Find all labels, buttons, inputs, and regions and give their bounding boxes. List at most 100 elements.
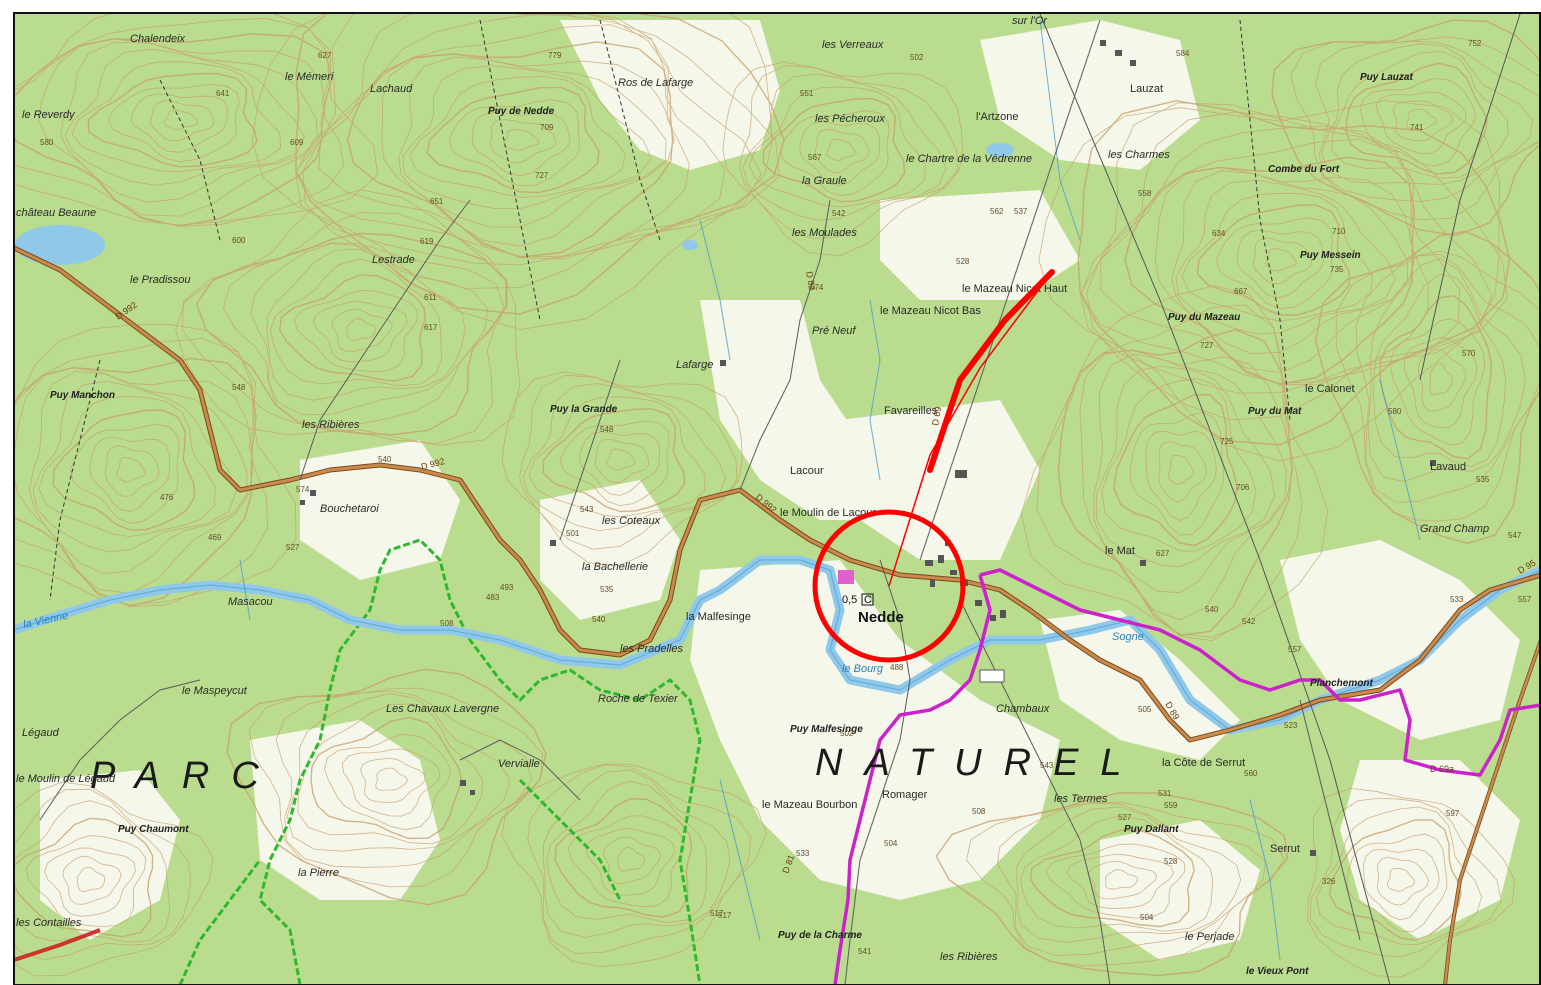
town-name-nedde[interactable]: Nedde xyxy=(858,609,904,626)
contour-line xyxy=(278,274,426,382)
contour-line xyxy=(76,866,106,893)
contour-line xyxy=(14,788,192,960)
place-label: la Bachellerie xyxy=(582,561,648,573)
contour-line xyxy=(1309,797,1502,958)
altitude-label: 557 xyxy=(1518,595,1532,604)
place-label: Chalendeix xyxy=(130,33,186,45)
contour-line xyxy=(226,668,547,906)
contour-line xyxy=(799,121,881,186)
altitude-label: 543 xyxy=(580,505,594,514)
contour-line xyxy=(448,99,581,187)
altitude-label: 542 xyxy=(832,209,846,218)
altitude-label: 574 xyxy=(296,485,310,494)
place-label: Les Chavaux Lavergne xyxy=(386,703,499,715)
region-label-parc: PARC xyxy=(90,755,281,797)
contour-line xyxy=(966,801,1285,967)
place-label: Puy de Nedde xyxy=(488,106,555,117)
place-label: Puy Chaumont xyxy=(118,824,189,835)
place-label: le Moulin de Légaud xyxy=(16,773,116,785)
contour-line xyxy=(175,189,521,446)
river-vienne xyxy=(14,555,1541,735)
place-label: le Vieux Pont xyxy=(1246,966,1309,977)
contour-line xyxy=(1158,440,1207,503)
place-label: le Mémeri xyxy=(285,71,334,83)
contour-line xyxy=(1373,273,1507,468)
contour-line xyxy=(1093,353,1287,594)
contour-line xyxy=(296,14,726,257)
contour-line xyxy=(542,408,686,513)
place-label: le Calonet xyxy=(1305,383,1355,395)
contour-line xyxy=(270,258,442,387)
contour-line xyxy=(762,97,906,203)
contour-line xyxy=(1101,378,1257,552)
place-labels: Chalendeix le Mémeri Lachaud le Reverdy … xyxy=(16,15,1489,977)
contour-line xyxy=(1129,411,1224,536)
contour-line xyxy=(251,14,773,331)
contour-line xyxy=(295,14,785,315)
contour-line xyxy=(603,836,662,884)
place-label: Lauzat xyxy=(1130,83,1163,95)
altitude-label: 580 xyxy=(1388,407,1402,416)
altitude-label: 540 xyxy=(1205,605,1219,614)
place-label: les Charmes xyxy=(1108,149,1170,161)
contour-line xyxy=(297,703,484,845)
contour-line xyxy=(1346,833,1448,932)
place-label: le Pradissou xyxy=(130,274,191,286)
contour-line xyxy=(1216,217,1333,310)
contour-line xyxy=(1403,337,1478,428)
altitude-label: 540 xyxy=(592,615,606,624)
place-label: Chambaux xyxy=(996,703,1050,715)
contour-line xyxy=(739,65,958,240)
altitude-label: 779 xyxy=(548,51,562,60)
altitude-label: 504 xyxy=(1140,913,1154,922)
contour-line xyxy=(1271,19,1541,237)
contour-line xyxy=(578,431,661,496)
altitude-label: 469 xyxy=(208,533,222,542)
place-label: le Moulin de Lacour xyxy=(780,507,876,519)
contour-line xyxy=(1016,806,1242,943)
altitude-label: 493 xyxy=(500,583,514,592)
altitude-label: 667 xyxy=(1234,287,1248,296)
contour-line xyxy=(1196,204,1351,316)
contour-line xyxy=(70,423,180,524)
place-label: Puy Messein xyxy=(1300,250,1361,261)
contour-line xyxy=(1315,806,1483,946)
contour-line xyxy=(546,780,708,924)
contour-line xyxy=(14,14,379,226)
altitude-label: 535 xyxy=(600,585,614,594)
contour-line xyxy=(997,802,1266,956)
contour-line xyxy=(44,847,136,917)
contour-line xyxy=(14,323,297,606)
contour-line xyxy=(489,119,557,163)
place-label: les Ribières xyxy=(940,951,998,963)
contour-line xyxy=(1079,349,1294,621)
contour-line xyxy=(1171,170,1409,355)
contour-line xyxy=(1145,430,1217,521)
altitude-label: 580 xyxy=(40,138,54,147)
contour-line xyxy=(1095,366,1276,568)
place-label: sur l'Or xyxy=(1012,15,1048,27)
church-symbol xyxy=(838,570,854,584)
altitude-label: 558 xyxy=(1138,189,1152,198)
place-label: les Pradelles xyxy=(620,643,683,655)
contour-line xyxy=(501,763,767,968)
altitude-label: 517 xyxy=(718,911,732,920)
contour-line xyxy=(814,128,870,174)
altitude-label: 476 xyxy=(160,493,174,502)
contour-line xyxy=(130,93,228,153)
contour-line xyxy=(527,764,752,955)
map-frame xyxy=(13,12,1541,985)
contour-line xyxy=(266,248,466,401)
altitude-label: 560 xyxy=(1244,769,1258,778)
altitude-label: 502 xyxy=(910,53,924,62)
contour-line xyxy=(275,690,533,868)
contour-line xyxy=(14,817,154,938)
contour-line xyxy=(14,357,257,607)
place-label: Puy du Mazeau xyxy=(1168,312,1240,323)
contour-line xyxy=(1086,102,1508,421)
contour-line xyxy=(163,109,199,131)
contour-line xyxy=(195,232,508,436)
